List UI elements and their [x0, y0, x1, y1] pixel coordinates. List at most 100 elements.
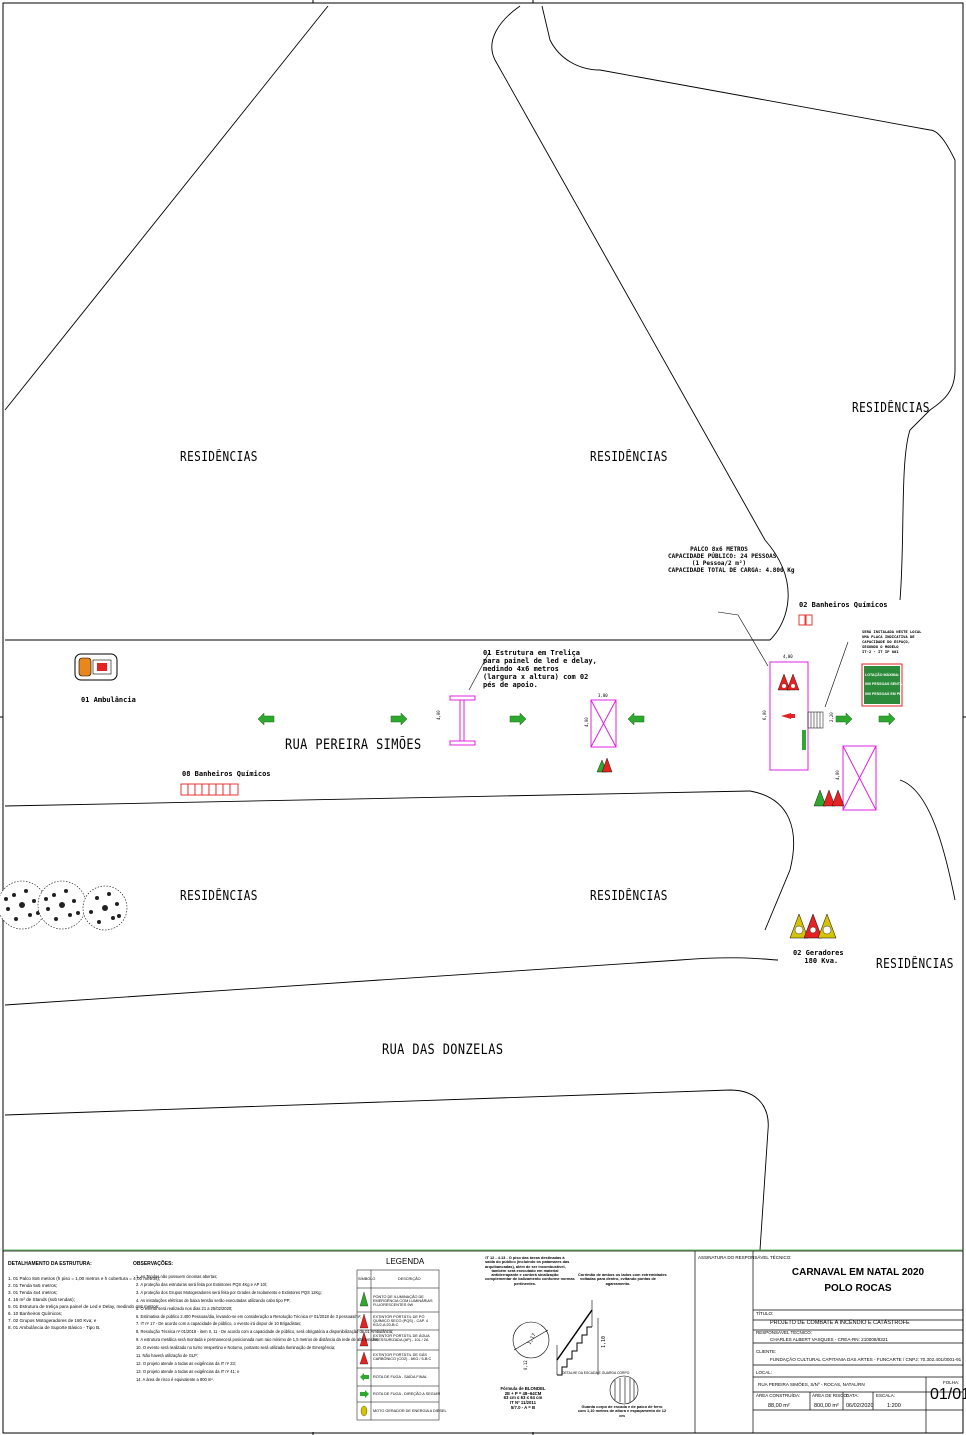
route-arrow-icon — [257, 712, 275, 726]
ambulance-icon — [74, 653, 118, 681]
residence-label: RESIDÊNCIAS — [590, 450, 668, 465]
stage-toilets-label: 02 Banheiros Químicos — [799, 601, 888, 609]
block-edge-upper-left — [4, 5, 329, 411]
residence-label: RESIDÊNCIAS — [590, 889, 668, 904]
residence-label: RESIDÊNCIAS — [876, 957, 954, 972]
trees — [0, 880, 128, 931]
list-item: 1. As Tendas não possuem cinomas abertas… — [136, 1274, 218, 1279]
tree-2 — [37, 880, 87, 930]
residence-label: RESIDÊNCIAS — [180, 889, 258, 904]
legend-symbols — [359, 1291, 369, 1417]
tent-5x5 — [842, 745, 877, 811]
dim-box-top: 3,00 — [598, 693, 608, 698]
field-loc-value: RUA PEREIRA SIMÕES, S/Nº - ROCAS, NATAL/… — [758, 1382, 865, 1387]
list-item: 3. A proteção dos Grupos Motogeradores s… — [136, 1289, 322, 1295]
occupancy-sign — [861, 663, 903, 707]
legend-row: EXTINTOR PORTÁTIL DE GÁS CARBÔNICO (CO2)… — [373, 1353, 432, 1362]
legend-exit-icon — [360, 1373, 369, 1381]
residence-label: RESIDÊNCIAS — [852, 401, 930, 416]
dim-box-side: 4,00 — [584, 717, 589, 727]
truss-note: 01 Estrutura em Treliça para painel de l… — [483, 649, 597, 690]
field-caption: TÍTULO: — [756, 1311, 774, 1316]
legend-title: LEGENDA — [386, 1257, 425, 1266]
stair-note-floor: IT 12 - 4.13 - O piso das áreas destinad… — [485, 1255, 575, 1286]
stair-detail-caption: DETALHE DA ESCADA E GUARDA CORPO — [562, 1371, 630, 1375]
route-arrow-icon — [509, 712, 527, 726]
field-risk-value: 800,00 m² — [814, 1403, 839, 1409]
list-item: 1. 01 Palco 8x6 metros (h piso = 1,00 me… — [8, 1276, 161, 1281]
list-item: 12. O projeto atende a todas as exigênci… — [136, 1360, 236, 1366]
list-item: 2. A proteção das estruturas será feita … — [136, 1281, 267, 1287]
list-item: 7. IT nº 17 - De acordo com a capacidade… — [136, 1321, 302, 1327]
tree-3 — [82, 885, 128, 931]
route-arrow-icon — [390, 712, 408, 726]
generators-label: 02 Geradores 180 Kva. — [793, 949, 844, 966]
list-item: 10. O evento será realizado no turno Ves… — [136, 1345, 336, 1351]
field-caption: ESCALA: — [876, 1393, 896, 1398]
obs-title: OBSERVAÇÕES: — [133, 1261, 174, 1267]
route-arrow-icon — [627, 712, 645, 726]
legend-row: MOTO GERADOR DE ENERGIA A DIESEL — [373, 1409, 447, 1413]
emergency-light-icon — [781, 713, 795, 719]
list-item: 8. Resolução Técnica nº 01/2018 - item I… — [136, 1329, 394, 1335]
project-title: CARNAVAL EM NATAL 2020 — [791, 1267, 925, 1278]
stage-leader — [717, 611, 769, 667]
dim-railing-height: 1,10 — [601, 1336, 607, 1348]
truss-leader — [468, 650, 491, 691]
structure-list: 1. 01 Palco 8x6 metros (h piso = 1,00 me… — [8, 1275, 160, 1331]
street-outlines — [4, 5, 956, 1251]
dim-railing-gap: 1,17 — [527, 1333, 538, 1346]
stair-note-guard: Guarda corpo de escada e de palco de fer… — [577, 1404, 667, 1418]
list-item: 9. A estrutura metálica será montada e p… — [136, 1337, 379, 1343]
structure-title: DETALHAMENTO DA ESTRUTURA: — [8, 1261, 92, 1267]
list-item: 6. 10 Banheiros Químicos; — [8, 1311, 63, 1316]
block-edge-right — [899, 160, 956, 601]
project-subtitle: POLO ROCAS — [824, 1283, 892, 1294]
route-arrow-icon — [835, 712, 853, 726]
field-caption: DATA: — [846, 1393, 859, 1398]
legend-head-symbol: SÍMBOLO — [358, 1277, 376, 1281]
toilet-row — [180, 783, 239, 796]
field-built-value: 88,00 m² — [768, 1403, 790, 1409]
dim-truss: 4,00 — [436, 710, 441, 720]
legend-table — [356, 1269, 440, 1421]
field-caption: CLIENTE: — [756, 1349, 777, 1354]
ambulance-label: 01 Ambulância — [81, 696, 136, 704]
legend-ap-icon — [359, 1331, 369, 1347]
field-date-value: 06/02/2020 — [846, 1403, 874, 1409]
green-marker — [802, 730, 806, 750]
list-item: 7. 02 Grupos Motogeradores de 180 Kva; e — [8, 1318, 97, 1323]
field-resp-value: CHARLES ALBERT VASQUES - CREA-RN: 210008… — [770, 1337, 888, 1342]
street-toilets-label: 08 Banheiros Químicos — [182, 770, 271, 778]
signature-label: ASSINATURA DO RESPONSÁVEL TÉCNICO: — [698, 1255, 792, 1260]
obs-list: 1. As Tendas não possuem cinomas abertas… — [136, 1273, 393, 1384]
residence-label: RESIDÊNCIAS — [180, 450, 258, 465]
legend-co2-icon — [359, 1351, 369, 1365]
plate-leader — [824, 641, 849, 708]
field-caption: ÁREA DE RISCO: — [812, 1393, 849, 1398]
list-item: 14. A área de risco é equivalente a 800 … — [136, 1376, 214, 1382]
legend-pqs-icon — [359, 1313, 369, 1329]
dim-box2-side: 4,00 — [835, 770, 840, 780]
list-item: 5. 01 Estrutura de treliça para painel d… — [8, 1304, 160, 1309]
street-name-donzelas: RUA DAS DONZELAS — [382, 1042, 504, 1058]
list-item: 4. As instalações elétricas de baixa ten… — [136, 1297, 291, 1303]
extinguisher-group-tent — [596, 757, 613, 773]
middle-block-bottom — [4, 957, 779, 1006]
stair-note-handrail: Corrimão de ambos os lados com extremida… — [578, 1272, 667, 1286]
legend-head-desc: DESCRIÇÃO — [398, 1277, 421, 1281]
list-item: 6. Estimativa de público 2.400 Pessoas/d… — [136, 1313, 362, 1319]
legend-generator-icon — [360, 1405, 368, 1417]
dim-stage-top: 4,00 — [783, 654, 793, 659]
plate-note: SERÁ INSTALADA NESTE LOCAL UMA PLACA IND… — [862, 629, 922, 654]
legend-row: ROTA DE FUGA - SAÍDA FINAL — [373, 1375, 428, 1379]
field-caption: FOLHA: — [943, 1380, 960, 1385]
escape-route-arrows — [257, 712, 896, 726]
field-caption: ÁREA CONSTRUÍDA: — [756, 1393, 801, 1398]
legend-direction-icon — [360, 1390, 369, 1398]
sheet-number: 01/01 — [930, 1386, 966, 1403]
toilet-pair — [798, 614, 813, 626]
